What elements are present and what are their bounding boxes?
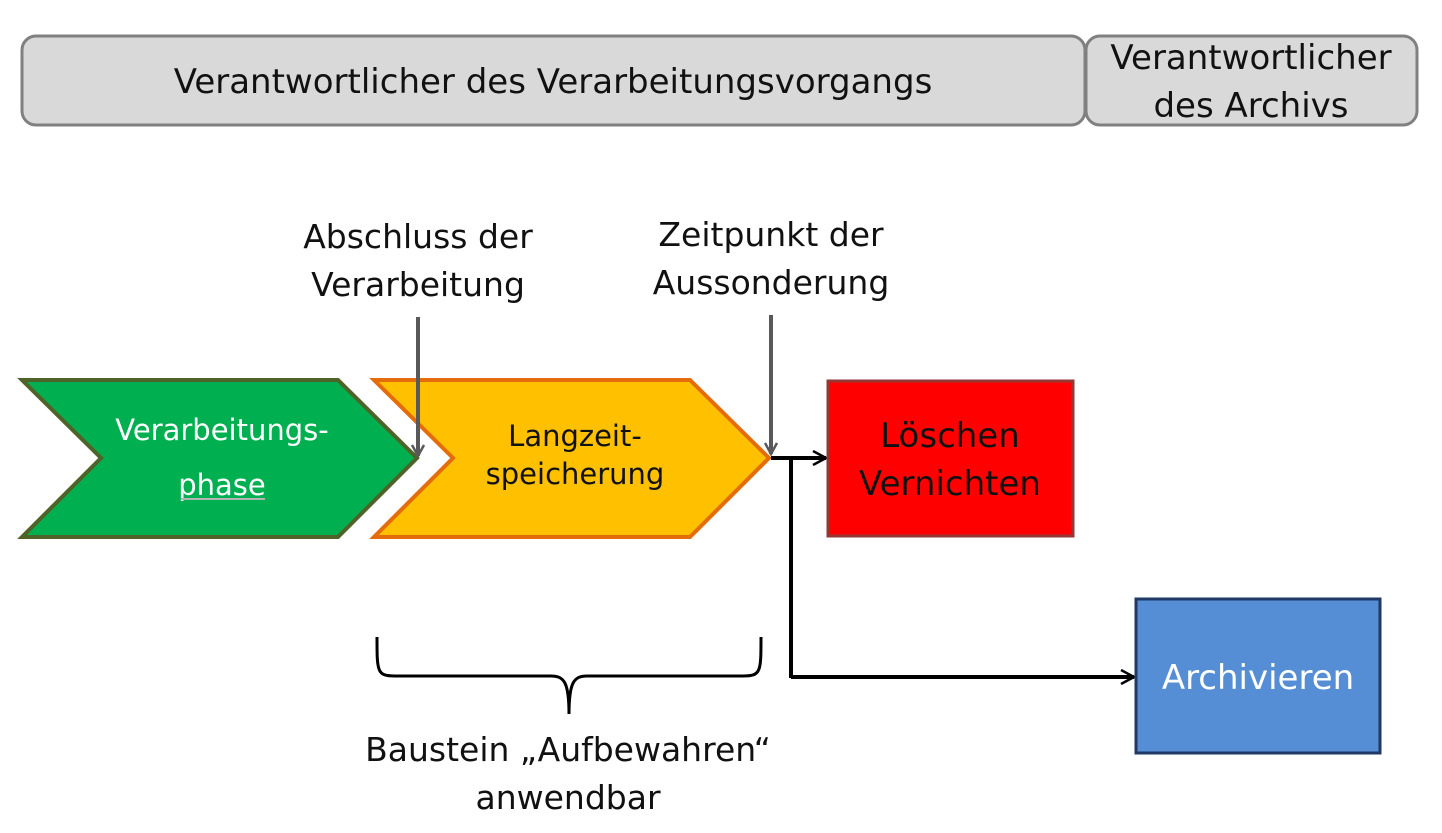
label-time-of-disposal-line2: Aussonderung xyxy=(653,263,890,302)
header-archive-controller-box xyxy=(1084,34,1419,127)
delete-destroy-box xyxy=(826,379,1075,538)
archive-box xyxy=(1134,597,1382,755)
label-end-of-processing-line2: Verarbeitung xyxy=(311,265,525,304)
long-term-storage-label-line2: speicherung xyxy=(486,457,665,491)
label-module-retention-line1: Baustein „Aufbewahren“ xyxy=(365,730,771,769)
label-end-of-processing-line1: Abschluss der xyxy=(303,217,533,256)
delete-destroy-label-line2: Vernichten xyxy=(859,464,1041,504)
header-archive-controller-label-line1: Verantwortlicher xyxy=(1110,38,1391,78)
header-archive-controller-label-line2: des Archivs xyxy=(1153,86,1348,126)
long-term-storage-chevron xyxy=(369,378,772,539)
applicability-brace xyxy=(375,636,763,715)
header-processing-controller-label: Verantwortlicher des Verarbeitungsvorgan… xyxy=(174,62,933,102)
long-term-storage-label-line1: Langzeit- xyxy=(508,419,642,453)
processing-phase-label-line1: Verarbeitungs- xyxy=(115,413,328,447)
label-module-retention-line2: anwendbar xyxy=(475,778,660,817)
processing-phase-label-line2: phase xyxy=(178,468,266,502)
processing-phase-chevron xyxy=(17,378,420,539)
delete-destroy-label-line1: Löschen xyxy=(880,416,1020,456)
label-time-of-disposal-line1: Zeitpunkt der xyxy=(658,215,884,254)
archive-label: Archivieren xyxy=(1162,658,1354,698)
